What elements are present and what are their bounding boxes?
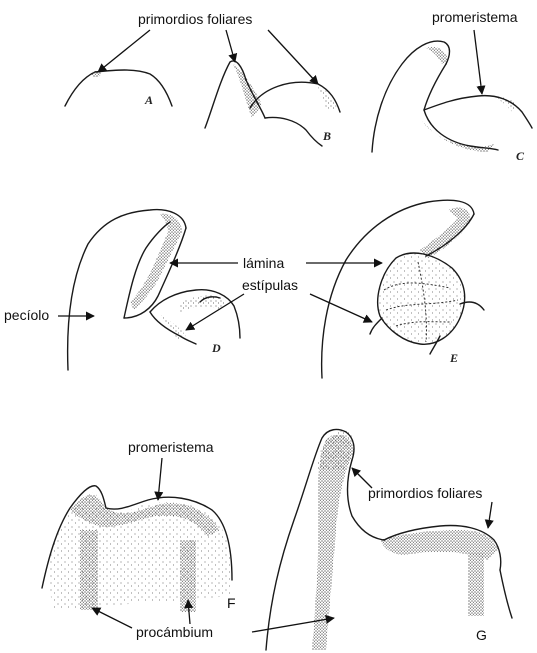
panel-d: D [68, 210, 240, 370]
panel-label-f: F [227, 595, 236, 611]
arrow-procambium-f1 [92, 608, 132, 628]
panel-a: A [65, 70, 172, 107]
arrow-estipulas-e [310, 294, 372, 322]
label-promeristema-bottom: promeristema [128, 439, 214, 455]
arrow-primordios-g1 [352, 468, 372, 488]
label-estipulas: estípulas [242, 277, 298, 293]
panel-f: F [42, 486, 236, 612]
arrow-primordios-b1 [226, 30, 235, 62]
panel-c: C [372, 41, 532, 163]
label-primordios-foliares-top: primordios foliares [138, 11, 252, 27]
arrow-primordios-a [98, 30, 150, 72]
panel-label-e: E [449, 351, 458, 365]
label-peciolo: pecíolo [4, 307, 49, 323]
arrow-primordios-g2 [488, 502, 492, 528]
panel-label-g: G [476, 627, 487, 643]
panel-e: E [322, 200, 484, 378]
arrow-primordios-b2 [268, 30, 318, 84]
panel-label-c: C [516, 149, 525, 163]
label-primordios-foliares-bottom: primordios foliares [368, 485, 482, 501]
label-promeristema-top: promeristema [432, 9, 518, 25]
panel-label-a: A [144, 93, 153, 107]
arrow-promeristema-f [158, 458, 162, 500]
label-procambium: procámbium [136, 624, 213, 640]
arrow-promeristema-c [474, 30, 482, 94]
panel-label-d: D [211, 341, 221, 355]
label-lamina: lámina [243, 255, 284, 271]
panel-label-b: B [322, 129, 331, 143]
panel-g: G [266, 430, 512, 650]
panel-b: B [205, 61, 340, 146]
